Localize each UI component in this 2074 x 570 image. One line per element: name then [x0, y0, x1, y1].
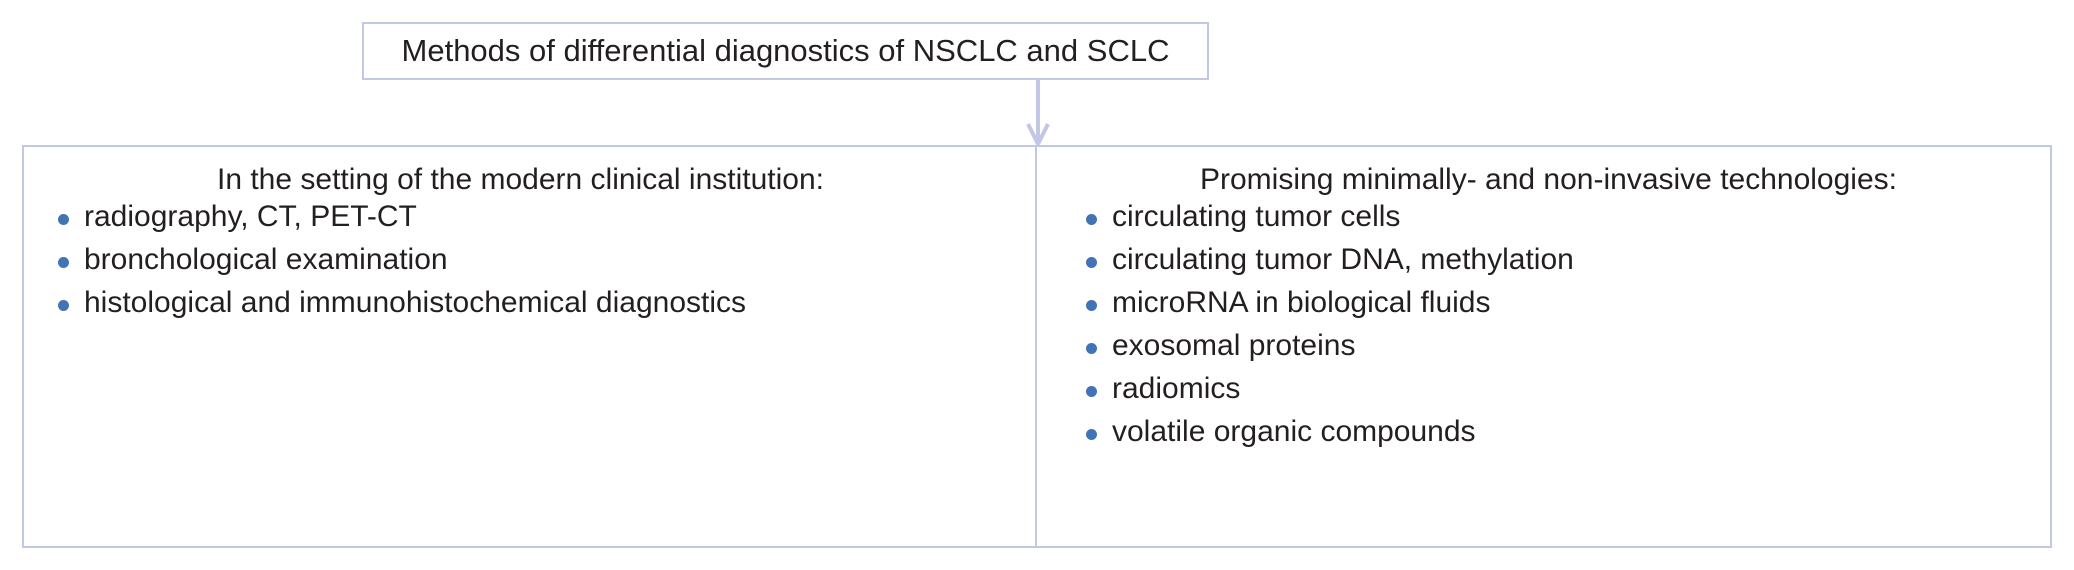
list-item-label: circulating tumor DNA, methylation: [1112, 242, 1574, 276]
list-item-label: microRNA in biological fluids: [1112, 285, 1491, 319]
list-item: histological and immunohistochemical dia…: [58, 285, 1035, 319]
list-item: microRNA in biological fluids: [1086, 285, 2050, 319]
bullet-dot-icon: [1086, 213, 1097, 225]
bullet-dot-icon: [1086, 428, 1097, 440]
panel-heading-clinical-institution: In the setting of the modern clinical in…: [216, 163, 824, 196]
list-item: circulating tumor DNA, methylation: [1086, 242, 2050, 276]
list-item-label: bronchological examination: [84, 242, 448, 276]
panel-heading-promising-technologies: Promising minimally- and non-invasive te…: [1200, 163, 1897, 196]
down-arrow-icon: [1018, 80, 1058, 149]
bullet-dot-icon: [58, 213, 69, 225]
list-item: circulating tumor cells: [1086, 199, 2050, 233]
list-item-label: volatile organic compounds: [1112, 414, 1476, 448]
bullet-dot-icon: [1086, 299, 1097, 311]
bullet-dot-icon: [1086, 385, 1097, 397]
bullet-dot-icon: [58, 299, 69, 311]
list-item-label: circulating tumor cells: [1112, 199, 1401, 233]
list-item: bronchological examination: [58, 242, 1035, 276]
bullet-list-promising-technologies: circulating tumor cells circulating tumo…: [1037, 199, 2050, 448]
list-item: volatile organic compounds: [1086, 414, 2050, 448]
panel-clinical-institution: In the setting of the modern clinical in…: [24, 147, 1037, 546]
title-text: Methods of differential diagnostics of N…: [401, 32, 1170, 68]
bullet-dot-icon: [1086, 256, 1097, 268]
bullet-list-clinical-institution: radiography, CT, PET-CT bronchological e…: [24, 199, 1035, 319]
list-item-label: radiography, CT, PET-CT: [84, 199, 417, 233]
title-box: Methods of differential diagnostics of N…: [362, 22, 1209, 80]
list-item: radiomics: [1086, 371, 2050, 405]
list-item-label: radiomics: [1112, 371, 1241, 405]
panel-promising-technologies: Promising minimally- and non-invasive te…: [1037, 147, 2050, 546]
list-item-label: histological and immunohistochemical dia…: [84, 285, 747, 319]
list-item-label: exosomal proteins: [1112, 328, 1356, 362]
panels-container: In the setting of the modern clinical in…: [22, 145, 2052, 548]
list-item: exosomal proteins: [1086, 328, 2050, 362]
bullet-dot-icon: [58, 256, 69, 268]
list-item: radiography, CT, PET-CT: [58, 199, 1035, 233]
bullet-dot-icon: [1086, 342, 1097, 354]
